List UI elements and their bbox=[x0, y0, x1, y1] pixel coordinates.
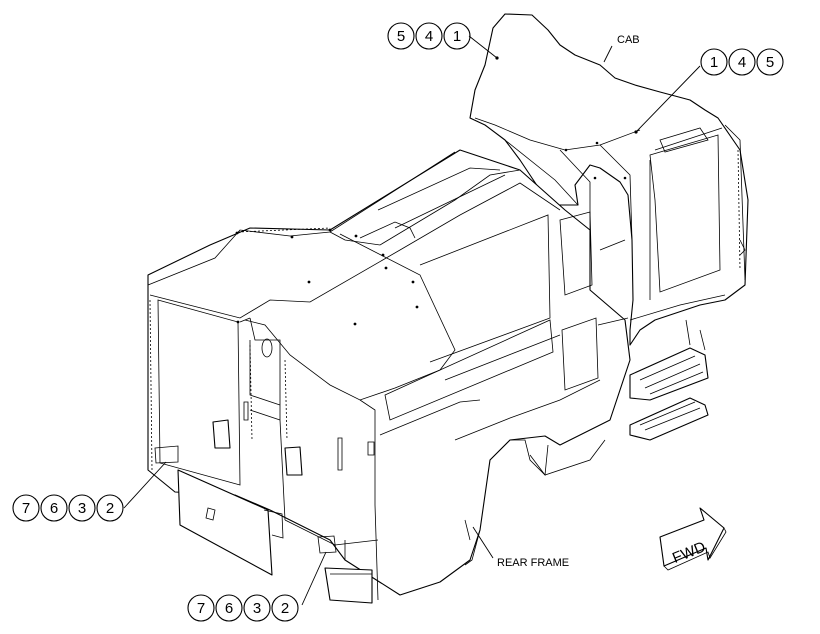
callout-bubble: 3 bbox=[243, 594, 271, 622]
callout-number: 5 bbox=[397, 28, 405, 45]
callout-number: 3 bbox=[253, 600, 261, 617]
callout-bubble: 7 bbox=[187, 594, 215, 622]
callout-bubble: 7 bbox=[12, 494, 40, 522]
callout-number: 7 bbox=[22, 500, 30, 517]
callout-group-cab-top-left: 5 4 1 bbox=[387, 22, 471, 50]
callout-bubble: 2 bbox=[96, 494, 124, 522]
callout-bubble: 5 bbox=[387, 22, 415, 50]
access-steps bbox=[629, 319, 709, 441]
callout-number: 7 bbox=[197, 600, 205, 617]
callout-bubble: 5 bbox=[756, 48, 784, 76]
callout-bubble: 6 bbox=[215, 594, 243, 622]
rear-frame-label: REAR FRAME bbox=[497, 557, 569, 569]
cab-label: CAB bbox=[617, 34, 640, 46]
callout-bubble: 1 bbox=[443, 22, 471, 50]
callout-group-rear-left: 7 6 3 2 bbox=[12, 494, 124, 522]
callout-bubble: 2 bbox=[271, 594, 299, 622]
callout-number: 2 bbox=[281, 600, 289, 617]
callout-group-rear-bottom: 7 6 3 2 bbox=[187, 594, 299, 622]
callout-number: 1 bbox=[710, 54, 718, 71]
callout-number: 3 bbox=[78, 500, 86, 517]
callout-bubble: 1 bbox=[700, 48, 728, 76]
cab-outline bbox=[469, 13, 749, 346]
callout-number: 5 bbox=[766, 54, 774, 71]
leader-lines bbox=[123, 35, 701, 606]
callout-number: 2 bbox=[106, 500, 114, 517]
callout-group-cab-top-right: 1 4 5 bbox=[700, 48, 784, 76]
forward-arrow: FWD bbox=[659, 507, 727, 571]
callout-bubble: 6 bbox=[40, 494, 68, 522]
callout-number: 4 bbox=[738, 54, 746, 71]
callout-number: 6 bbox=[50, 500, 58, 517]
callout-number: 1 bbox=[453, 28, 461, 45]
callout-bubble: 4 bbox=[415, 22, 443, 50]
callout-bubble: 3 bbox=[68, 494, 96, 522]
rear-enclosure bbox=[147, 149, 631, 604]
callout-number: 4 bbox=[425, 28, 433, 45]
callout-bubble: 4 bbox=[728, 48, 756, 76]
callout-number: 6 bbox=[225, 600, 233, 617]
